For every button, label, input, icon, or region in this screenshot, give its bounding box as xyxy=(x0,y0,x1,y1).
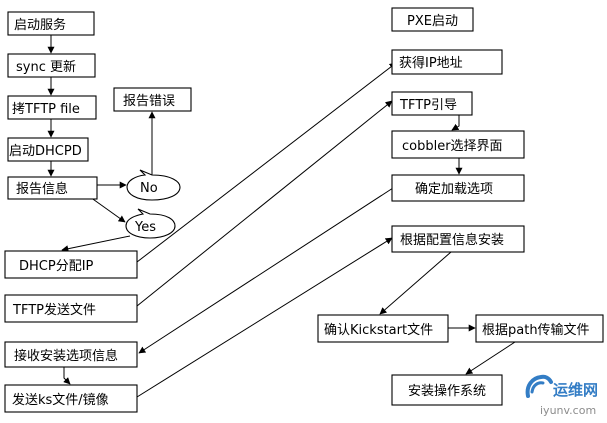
node-yes: Yes xyxy=(125,208,176,239)
node-confirm-options: 确定加载选项 xyxy=(391,174,525,202)
node-no-label: No xyxy=(140,181,158,196)
node-report-error-label: 报告错误 xyxy=(123,94,175,109)
node-dhcp-assign: DHCP分配IP xyxy=(4,250,138,279)
edge-dhcp-to-getip xyxy=(136,62,397,263)
watermark-name: 运维网 xyxy=(553,381,598,399)
node-copy-tftp-label: 拷TFTP file xyxy=(12,102,80,117)
node-report-info: 报告信息 xyxy=(7,176,98,200)
edge-tftpboot-to-cobbler xyxy=(451,115,460,131)
node-pxe-boot-label: PXE启动 xyxy=(407,14,458,29)
node-install-by-config-label: 根据配置信息安装 xyxy=(400,232,504,248)
edge-confirm-to-receive xyxy=(138,187,394,354)
node-start-dhcpd-label: 启动DHCPD xyxy=(9,144,82,159)
node-start-dhcpd: 启动DHCPD xyxy=(7,137,89,162)
node-install-os: 安装操作系统 xyxy=(391,374,503,406)
node-cobbler-menu-label: cobbler选择界面 xyxy=(402,139,503,154)
node-receive-options: 接收安装选项信息 xyxy=(4,341,138,368)
node-install-os-label: 安装操作系统 xyxy=(408,383,486,399)
node-get-ip: 获得IP地址 xyxy=(391,49,503,75)
edge-sendks-to-install xyxy=(136,237,393,398)
edge-receive-to-sendks xyxy=(63,367,71,385)
node-transfer-by-path-label: 根据path传输文件 xyxy=(482,322,590,338)
node-send-ks-label: 发送ks文件/镜像 xyxy=(12,392,109,408)
edge-install-to-kickstart xyxy=(379,251,452,315)
edge-path-to-installos xyxy=(465,341,516,375)
node-report-error: 报告错误 xyxy=(113,87,192,112)
node-install-by-config: 根据配置信息安装 xyxy=(391,225,525,253)
node-receive-options-label: 接收安装选项信息 xyxy=(14,348,118,364)
watermark: 运维网 iyunv.com xyxy=(525,374,598,417)
edges xyxy=(47,35,516,398)
node-yes-label: Yes xyxy=(134,220,156,235)
node-transfer-by-path: 根据path传输文件 xyxy=(475,314,604,343)
node-cobbler-menu: cobbler选择界面 xyxy=(391,130,525,159)
watermark-url: iyunv.com xyxy=(540,404,596,417)
node-start-service-label: 启动服务 xyxy=(14,17,66,33)
node-dhcp-assign-label: DHCP分配IP xyxy=(19,259,94,274)
node-pxe-boot: PXE启动 xyxy=(391,7,474,32)
edge-tftpsend-to-tftpboot xyxy=(136,100,393,307)
node-confirm-options-label: 确定加载选项 xyxy=(415,182,493,197)
node-confirm-kickstart-label: 确认Kickstart文件 xyxy=(324,323,433,338)
edge-yes-to-dhcp xyxy=(61,235,131,253)
node-tftp-send: TFTP发送文件 xyxy=(4,294,138,323)
node-copy-tftp: 拷TFTP file xyxy=(7,95,97,120)
node-sync-update-label: sync 更新 xyxy=(16,59,76,75)
watermark-logo-icon xyxy=(525,374,553,398)
node-sync-update: sync 更新 xyxy=(7,53,96,78)
edge-report-to-yes xyxy=(89,196,126,223)
node-tftp-send-label: TFTP发送文件 xyxy=(12,302,96,318)
node-confirm-kickstart: 确认Kickstart文件 xyxy=(317,314,449,343)
node-tftp-boot: TFTP引导 xyxy=(391,91,473,116)
node-no: No xyxy=(126,169,181,201)
node-report-info-label: 报告信息 xyxy=(16,181,68,197)
node-send-ks: 发送ks文件/镜像 xyxy=(4,384,138,413)
node-tftp-boot-label: TFTP引导 xyxy=(399,98,457,113)
node-get-ip-label: 获得IP地址 xyxy=(399,55,463,71)
node-start-service: 启动服务 xyxy=(7,11,95,36)
